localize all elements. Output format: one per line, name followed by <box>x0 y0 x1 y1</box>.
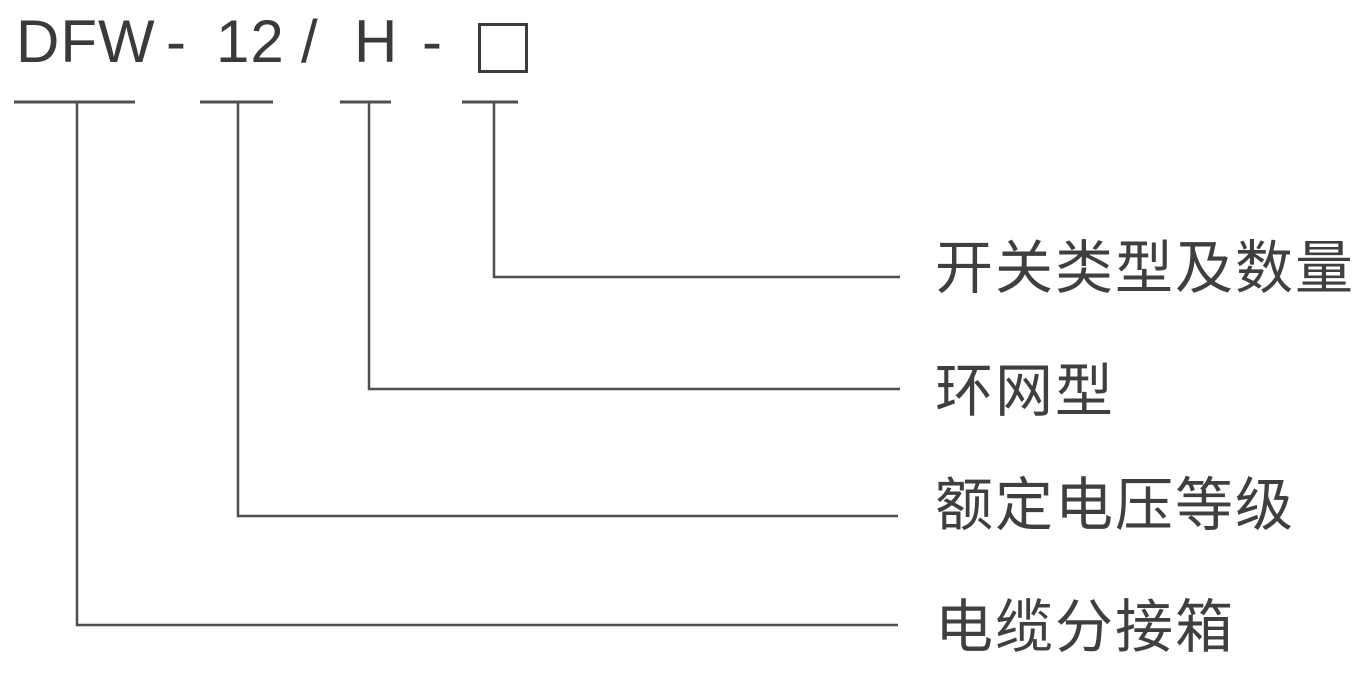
code-slash: / <box>301 8 319 75</box>
placeholder-box-icon <box>478 23 528 73</box>
leader-voltage-level <box>236 102 898 518</box>
annotation-voltage-level: 额定电压等级 <box>935 473 1296 538</box>
annotation-ring-network: 环网型 <box>935 359 1116 424</box>
code-type: H <box>354 8 399 75</box>
code-voltage: 12 <box>216 8 285 75</box>
code-dash-1: - <box>166 8 187 75</box>
annotation-switch-type: 开关类型及数量 <box>935 236 1356 301</box>
leader-cable-box <box>75 102 898 627</box>
code-dash-2: - <box>422 8 443 75</box>
leader-ring-network <box>367 102 900 391</box>
code-prefix: DFW <box>16 8 156 75</box>
annotation-cable-box: 电缆分接箱 <box>935 595 1236 660</box>
leader-switch-type <box>492 102 900 279</box>
